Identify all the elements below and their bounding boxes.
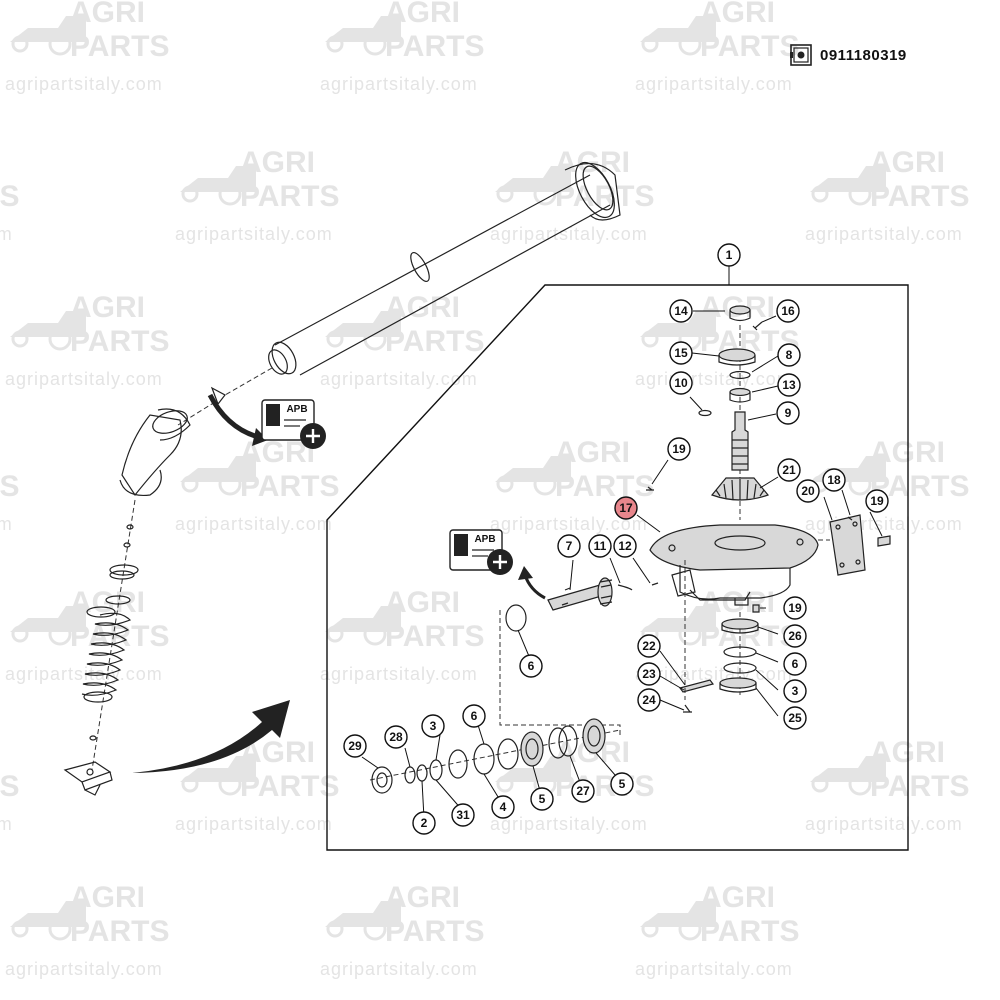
leader-lines xyxy=(361,265,883,819)
callout-6-c[interactable]: 6 xyxy=(519,654,543,678)
svg-text:22: 22 xyxy=(642,639,656,653)
svg-text:17: 17 xyxy=(619,501,633,515)
callout-4[interactable]: 4 xyxy=(491,795,515,819)
svg-text:19: 19 xyxy=(788,601,802,615)
svg-text:5: 5 xyxy=(619,777,626,791)
callout-13[interactable]: 13 xyxy=(777,373,801,397)
callout-6-b[interactable]: 6 xyxy=(462,704,486,728)
callout-10[interactable]: 10 xyxy=(669,371,693,395)
callout-15[interactable]: 15 xyxy=(669,341,693,365)
svg-text:29: 29 xyxy=(348,739,362,753)
svg-text:9: 9 xyxy=(785,406,792,420)
callout-6-a[interactable]: 6 xyxy=(783,652,807,676)
gearbox-housing xyxy=(646,486,819,613)
svg-text:16: 16 xyxy=(781,304,795,318)
callout-22[interactable]: 22 xyxy=(637,634,661,658)
callout-31[interactable]: 31 xyxy=(451,803,475,827)
callout-18[interactable]: 18 xyxy=(822,468,846,492)
svg-text:2: 2 xyxy=(421,816,428,830)
svg-text:25: 25 xyxy=(788,711,802,725)
svg-text:6: 6 xyxy=(471,709,478,723)
svg-text:1: 1 xyxy=(726,248,733,262)
barcode-icon xyxy=(790,44,812,66)
svg-text:24: 24 xyxy=(642,693,656,707)
callout-23[interactable]: 23 xyxy=(637,662,661,686)
svg-text:28: 28 xyxy=(389,730,403,744)
apb-label-detail: APB xyxy=(474,534,495,545)
svg-text:3: 3 xyxy=(430,719,437,733)
svg-text:19: 19 xyxy=(672,442,686,456)
side-flange xyxy=(818,514,891,576)
svg-text:6: 6 xyxy=(528,659,535,673)
callout-3-b[interactable]: 3 xyxy=(421,714,445,738)
bottom-bearing-row xyxy=(369,610,621,794)
callout-12[interactable]: 12 xyxy=(613,534,637,558)
svg-text:7: 7 xyxy=(566,539,573,553)
svg-text:6: 6 xyxy=(792,657,799,671)
callout-9[interactable]: 9 xyxy=(776,401,800,425)
svg-text:19: 19 xyxy=(870,494,884,508)
callout-11[interactable]: 11 xyxy=(588,534,612,558)
svg-text:14: 14 xyxy=(674,304,688,318)
callout-28[interactable]: 28 xyxy=(384,725,408,749)
svg-text:12: 12 xyxy=(618,539,632,553)
detail-frame xyxy=(326,284,909,851)
svg-text:26: 26 xyxy=(788,629,802,643)
svg-text:3: 3 xyxy=(792,684,799,698)
callout-26[interactable]: 26 xyxy=(783,624,807,648)
svg-text:15: 15 xyxy=(674,346,688,360)
svg-text:11: 11 xyxy=(594,539,607,553)
svg-text:23: 23 xyxy=(642,667,656,681)
svg-text:13: 13 xyxy=(782,378,796,392)
callout-5-a[interactable]: 5 xyxy=(530,787,554,811)
svg-text:18: 18 xyxy=(827,473,841,487)
svg-text:27: 27 xyxy=(576,784,590,798)
svg-text:8: 8 xyxy=(786,348,793,362)
callout-16[interactable]: 16 xyxy=(776,299,800,323)
vertical-shaft-stack xyxy=(698,305,770,520)
callout-25[interactable]: 25 xyxy=(783,706,807,730)
callout-24[interactable]: 24 xyxy=(637,688,661,712)
apb-badge-left: APB xyxy=(207,393,326,449)
horizontal-shaft xyxy=(505,577,659,632)
callout-19-b[interactable]: 19 xyxy=(865,489,889,513)
callout-20[interactable]: 20 xyxy=(796,479,820,503)
callout-5-b[interactable]: 5 xyxy=(610,772,634,796)
svg-text:5: 5 xyxy=(539,792,546,806)
boom-assembly xyxy=(63,161,621,796)
callout-19-a[interactable]: 19 xyxy=(667,437,691,461)
callout-27[interactable]: 27 xyxy=(571,779,595,803)
svg-text:21: 21 xyxy=(782,463,796,477)
callout-29[interactable]: 29 xyxy=(343,734,367,758)
callout-8[interactable]: 8 xyxy=(777,343,801,367)
lower-stack xyxy=(678,560,759,713)
svg-text:20: 20 xyxy=(801,484,815,498)
callout-19-c[interactable]: 19 xyxy=(783,596,807,620)
part-code-badge: 0911180319 xyxy=(790,42,907,68)
svg-text:10: 10 xyxy=(674,376,688,390)
svg-text:31: 31 xyxy=(456,808,470,822)
svg-text:4: 4 xyxy=(500,800,507,814)
callout-2[interactable]: 2 xyxy=(412,811,436,835)
callout-17-highlighted[interactable]: 17 xyxy=(614,496,638,520)
detail-arrow-icon xyxy=(132,700,290,773)
callout-1[interactable]: 1 xyxy=(717,243,741,267)
part-code: 0911180319 xyxy=(820,46,907,64)
apb-label-left: APB xyxy=(286,404,307,415)
callout-14[interactable]: 14 xyxy=(669,299,693,323)
callout-21[interactable]: 21 xyxy=(777,458,801,482)
callout-7[interactable]: 7 xyxy=(557,534,581,558)
apb-badge-detail: APB xyxy=(449,529,546,600)
callout-3-a[interactable]: 3 xyxy=(783,679,807,703)
